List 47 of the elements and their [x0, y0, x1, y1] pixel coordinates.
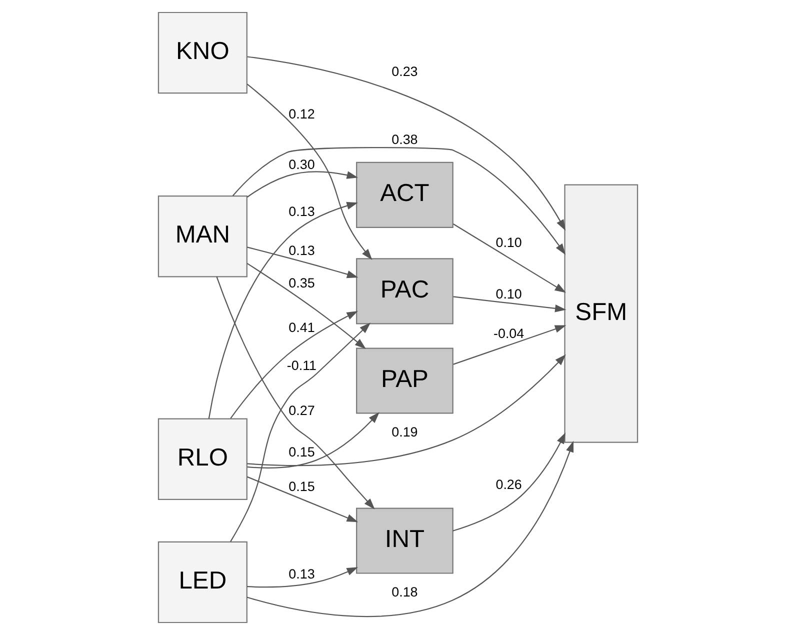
arrow: [453, 325, 566, 365]
edge-label: 0.41: [288, 320, 315, 336]
edge-label: 0.13: [288, 204, 315, 219]
edge-label: 0.13: [288, 566, 315, 582]
edge-label: 0.35: [288, 275, 315, 290]
arrow: [453, 223, 566, 293]
edge-label: 0.27: [288, 402, 315, 418]
arrow: [246, 84, 372, 260]
edge-label: 0.38: [392, 132, 418, 148]
arrow: [247, 56, 566, 231]
arrow: [453, 296, 566, 312]
arrow: [246, 476, 358, 522]
edge-label: 0.19: [392, 424, 418, 440]
node-box: PAC: [356, 258, 454, 324]
edge-label: 0.10: [496, 235, 522, 250]
arrow: [246, 262, 366, 350]
node-box: KNO: [158, 12, 248, 94]
arrow: [216, 276, 375, 510]
node-box: INT: [356, 508, 454, 574]
edge-label: 0.15: [288, 479, 315, 494]
arrow: [247, 412, 380, 468]
arrow: [208, 202, 358, 419]
edge-label: -0.11: [286, 358, 317, 374]
edge-label: 0.15: [288, 444, 315, 460]
node-box: RLO: [158, 418, 248, 500]
arrow: [232, 147, 566, 255]
edge-label: 0.12: [288, 106, 315, 122]
arrow: [246, 171, 358, 198]
node-box: ACT: [356, 162, 454, 228]
arrow: [230, 310, 358, 419]
node-box: SFM: [564, 184, 638, 443]
edge-label: 0.18: [392, 584, 418, 600]
edge-label: 0.10: [496, 286, 522, 302]
arrow: [247, 567, 358, 588]
edge-label: -0.04: [494, 326, 524, 341]
arrow: [247, 354, 566, 466]
arrow: [230, 322, 371, 542]
edge-label: 0.30: [288, 156, 315, 172]
node-box: PAP: [356, 348, 454, 414]
arrow: [247, 246, 358, 278]
node-box: MAN: [158, 196, 248, 278]
arrow: [246, 440, 574, 618]
node-box: LED: [158, 541, 248, 624]
edge-label: 0.13: [288, 242, 315, 258]
edge-label: 0.26: [496, 476, 522, 492]
arrow: [452, 432, 566, 532]
edge-label: 0.23: [392, 64, 418, 79]
